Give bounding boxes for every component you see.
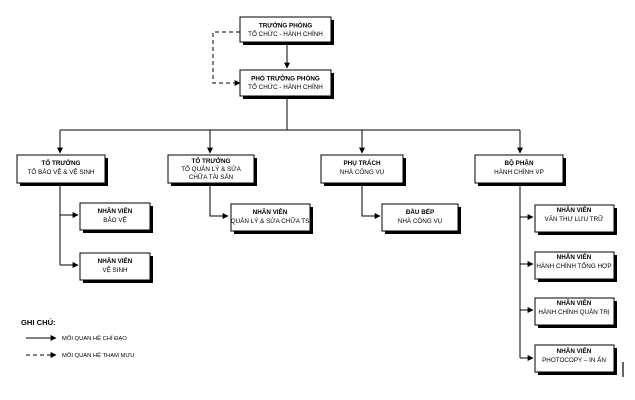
box-dept3-title: PHỤ TRÁCH xyxy=(343,158,381,167)
box-staff-admin: NHÂN VIÊN HÀNH CHÍNH QUẢN TRỊ xyxy=(534,297,617,328)
box-dept3: PHỤ TRÁCH NHÀ CÔNG VỤ xyxy=(320,154,406,186)
connector-advisory-dashed xyxy=(212,31,241,86)
box-staff-general-title: NHÂN VIÊN xyxy=(557,252,592,261)
box-dept4-title: BỘ PHẬN xyxy=(504,158,533,167)
legend: GHI CHÚ: MỐI QUAN HỆ CHỈ ĐẠO MỐI QUAN HỆ… xyxy=(21,318,134,359)
connectors xyxy=(57,31,534,361)
box-staff-general-sub: HÀNH CHÍNH TỔNG HỢP xyxy=(536,261,611,270)
box-staff-archive-title: NHÂN VIÊN xyxy=(557,205,592,214)
box-staff-copy: NHÂN VIÊN PHOTOCOPY – IN ẤN xyxy=(534,344,617,375)
box-head-title: TRƯỞNG PHÒNG xyxy=(259,21,312,30)
box-dept2-title: TỔ TRƯỞNG xyxy=(192,156,231,165)
box-dept1-title: TỔ TRƯỞNG xyxy=(42,158,81,167)
box-deputy-title: PHÓ TRƯỞNG PHÒNG xyxy=(251,74,320,83)
box-head-sub: TỔ CHỨC - HÀNH CHÍNH xyxy=(248,29,323,38)
box-staff-chef-title: ĐẦU BẾP xyxy=(406,206,434,216)
box-dept3-sub: NHÀ CÔNG VỤ xyxy=(340,167,385,176)
box-staff-copy-sub: PHOTOCOPY – IN ẤN xyxy=(542,354,606,364)
box-dept2: TỔ TRƯỞNG TỔ QUẢN LÝ & SỬA CHỮA TÀI SẢN xyxy=(167,154,257,186)
box-staff-guard-title: NHÂN VIÊN xyxy=(98,206,133,215)
connector-dept3-chef xyxy=(361,183,381,219)
box-dept2-sub: TỔ QUẢN LÝ & SỬA xyxy=(181,164,241,173)
box-staff-clean: NHÂN VIÊN VỆ SINH xyxy=(79,252,153,283)
box-staff-general: NHÂN VIÊN HÀNH CHÍNH TỔNG HỢP xyxy=(534,251,617,282)
box-staff-repair: NHÂN VIÊN QUẢN LÝ & SỬA CHỮA TS xyxy=(230,203,313,234)
box-deputy-sub: TỔ CHỨC - HÀNH CHÍNH xyxy=(248,82,323,91)
box-staff-clean-sub: VỆ SINH xyxy=(102,265,128,274)
box-dept2-sub2: CHỮA TÀI SẢN xyxy=(189,172,234,181)
connector-dept2-repair xyxy=(209,183,229,219)
box-staff-chef-sub: NHÀ CÔNG VỤ xyxy=(398,216,443,225)
box-staff-archive-sub: VĂN THƯ LƯU TRỮ xyxy=(545,214,605,223)
box-dept4: BỘ PHẬN HÀNH CHÍNH VP xyxy=(474,154,566,186)
box-staff-chef: ĐẦU BẾP NHÀ CÔNG VỤ xyxy=(381,203,461,234)
box-staff-repair-title: NHÂN VIÊN xyxy=(253,207,288,216)
box-staff-archive: NHÂN VIÊN VĂN THƯ LƯU TRỮ xyxy=(534,204,617,235)
box-dept1: TỔ TRƯỞNG TỔ BẢO VỆ & VỆ SINH xyxy=(16,154,108,186)
box-staff-repair-sub: QUẢN LÝ & SỬA CHỮA TS xyxy=(231,216,310,225)
box-staff-guard-sub: BẢO VỆ xyxy=(103,215,126,224)
box-staff-guard: NHÂN VIÊN BẢO VỆ xyxy=(79,202,153,233)
box-dept4-sub: HÀNH CHÍNH VP xyxy=(494,167,544,176)
box-staff-clean-title: NHÂN VIÊN xyxy=(98,256,133,265)
box-dept1-sub: TỔ BẢO VỆ & VỆ SINH xyxy=(28,167,95,176)
box-staff-admin-title: NHÂN VIÊN xyxy=(557,298,592,307)
legend-solid-label: MỐI QUAN HỆ CHỈ ĐẠO xyxy=(62,334,127,342)
box-deputy: PHÓ TRƯỞNG PHÒNG TỔ CHỨC - HÀNH CHÍNH xyxy=(239,69,334,99)
legend-dashed-label: MỐI QUAN HỆ THAM MƯU xyxy=(62,351,134,359)
box-staff-copy-title: NHÂN VIÊN xyxy=(557,346,592,355)
legend-title: GHI CHÚ: xyxy=(21,318,56,327)
box-head: TRƯỞNG PHÒNG TỔ CHỨC - HÀNH CHÍNH xyxy=(239,16,334,45)
box-staff-admin-sub: HÀNH CHÍNH QUẢN TRỊ xyxy=(538,307,610,316)
